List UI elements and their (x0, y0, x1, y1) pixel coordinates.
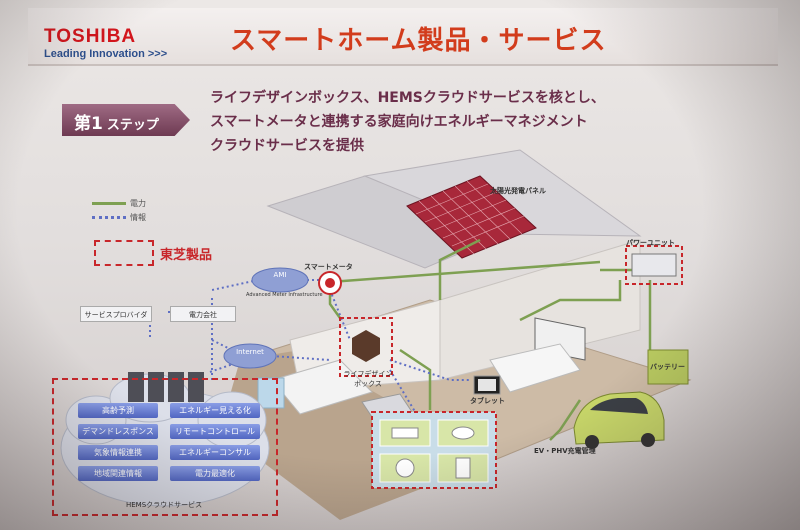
info-line-swatch (92, 215, 126, 219)
hems-cloud-frame (52, 378, 278, 516)
power-company-box: 電力会社 (170, 306, 236, 322)
solar-panel-label: 太陽光発電パネル (490, 187, 546, 195)
fridge-icon (455, 457, 471, 479)
service-item: 高齢予測 (78, 403, 158, 418)
ami-label: AMI (273, 271, 287, 279)
hems-cloud-label: HEMSクラウドサービス (126, 501, 203, 509)
ev-charge-label: EV・PHV充電管理 (534, 447, 596, 455)
legend-info-label: 情報 (130, 212, 146, 222)
ceiling-light-icon (451, 426, 475, 440)
toshiba-logo: TOSHIBA (44, 26, 137, 47)
tablet-screen (478, 379, 496, 391)
sofa-icon (489, 343, 581, 393)
power-line-swatch (92, 201, 126, 205)
step-line-1: ライフデザインボックス、HEMSクラウドサービスを核とし、 (210, 90, 605, 106)
solar-panel-icon (406, 175, 537, 259)
logo-tagline: Leading Innovation >>> (44, 48, 168, 60)
step-badge-sub: ステップ (106, 118, 159, 133)
life-design-box-label: ライフデザイン ボックス (343, 370, 393, 388)
washer-icon (395, 458, 415, 478)
smart-meter-dot (325, 278, 335, 288)
battery-label: バッテリー (650, 363, 685, 371)
ami-sub-label: Advanced Meter Infrastructure (246, 292, 323, 298)
service-item: 気象情報連携 (78, 445, 158, 460)
internet-ellipse (223, 343, 277, 369)
legend-info: 情報 (92, 210, 146, 224)
slide-title: スマートホーム製品・サービス (230, 26, 607, 56)
header-bar (28, 8, 778, 66)
aircon-icon (391, 427, 419, 439)
smart-meter-label: スマートメータ (304, 263, 353, 271)
service-item: エネルギー見える化 (170, 403, 260, 418)
legend-power-label: 電力 (130, 198, 146, 208)
ami-ellipse (251, 267, 309, 293)
bath-icon (257, 377, 285, 409)
service-item: 地域関連情報 (78, 466, 158, 481)
step-description: ライフデザインボックス、HEMSクラウドサービスを核とし、 スマートメータと連携… (210, 86, 650, 158)
power-unit-frame (625, 245, 683, 285)
step-line-3: クラウドサービスを提供 (210, 138, 364, 154)
toshiba-product-swatch (94, 240, 154, 266)
service-item: 電力最適化 (170, 466, 260, 481)
life-design-box-icon (352, 330, 380, 362)
service-item: エネルギーコンサル (170, 445, 260, 460)
life-design-box-frame (339, 317, 393, 377)
internet-label: Internet (236, 348, 264, 356)
legend: 電力 情報 (92, 196, 146, 224)
step-line-2: スマートメータと連携する家庭向けエネルギーマネジメント (210, 114, 588, 130)
service-provider-box: サービスプロバイダ (80, 306, 152, 322)
battery-icon (647, 349, 689, 385)
legend-power: 電力 (92, 196, 146, 210)
tablet-label: タブレット (470, 397, 505, 405)
toshiba-product-label: 東芝製品 (160, 248, 213, 263)
service-item: リモートコントロール (170, 424, 260, 439)
step-badge-main: 第1 (74, 114, 103, 134)
kitchen-counter (271, 359, 373, 415)
power-unit-icon (631, 253, 677, 277)
ev-car-icon (573, 391, 665, 449)
power-unit-label: パワーユニット (626, 239, 675, 247)
service-item: デマンドレスポンス (78, 424, 158, 439)
